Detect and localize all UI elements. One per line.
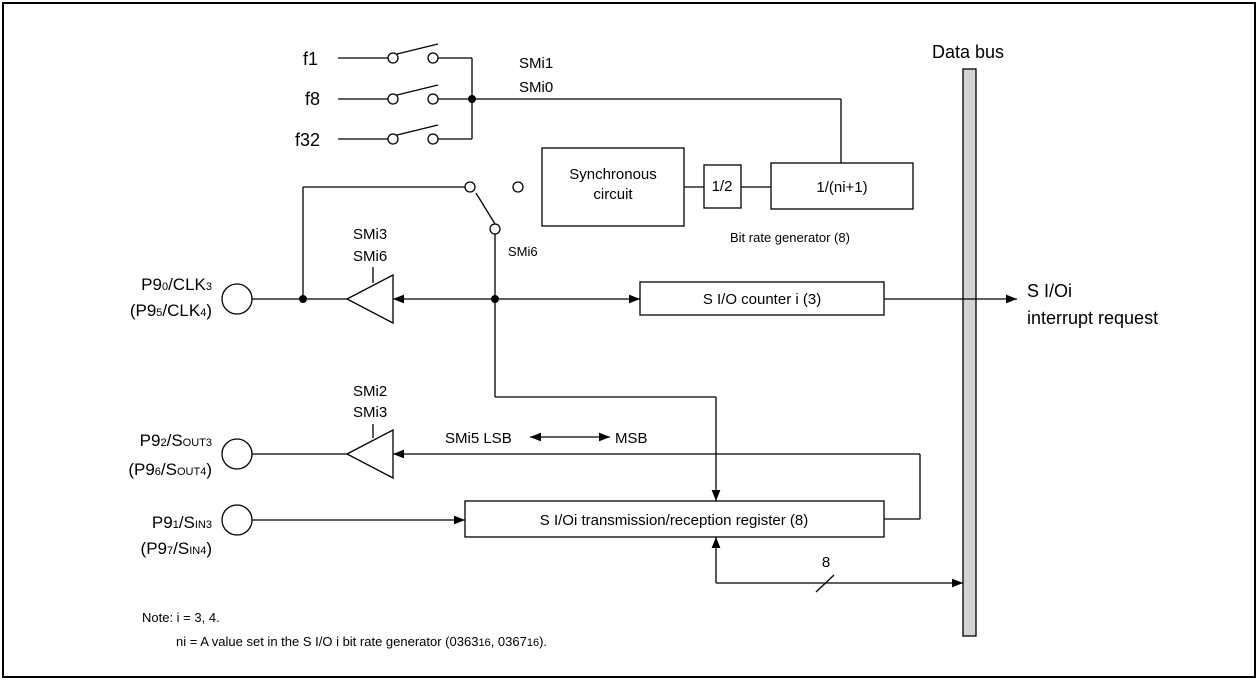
smi3-buffer-label: SMi3 (353, 226, 387, 243)
clk-pin-terminal (221, 283, 253, 315)
smi0-label: SMi0 (519, 79, 553, 96)
clk-pin-label: P90/CLK3 (141, 275, 212, 294)
bit-rate-divider-box (770, 162, 914, 210)
sout-buffer-triangle (345, 428, 394, 480)
bus-width-slash (815, 574, 835, 593)
sin-alt-pin-label: (P97/SIN4) (141, 539, 212, 558)
half-label: 1/2 (712, 178, 733, 195)
external-clock-contact (464, 181, 476, 193)
sout-pin-label: P92/SOUT3 (140, 431, 212, 450)
bit-rate-generator-caption: Bit rate generator (8) (730, 230, 850, 245)
register-label: S I/Oi transmission/reception register (… (540, 512, 808, 529)
smi6-selector-switch (475, 192, 496, 225)
interrupt-label-line1: S I/Oi (1027, 281, 1072, 301)
sout-pin-terminal (221, 438, 253, 470)
smi6-buffer-label: SMi6 (353, 248, 387, 265)
synchronous-label: Synchronous (569, 166, 657, 183)
smi6-switch-label: SMi6 (508, 244, 538, 259)
bus-width-label: 8 (822, 554, 830, 571)
interrupt-label-line2: interrupt request (1027, 308, 1158, 328)
smi5-lsb-label: SMi5 LSB (445, 430, 512, 447)
selector-common-contact (489, 223, 501, 235)
smi1-label: SMi1 (519, 55, 553, 72)
sio-counter-box (639, 281, 885, 316)
data-bus-bar (962, 68, 977, 637)
half-divider-box (703, 164, 742, 209)
msb-label: MSB (615, 430, 648, 447)
smi3-sout-label: SMi3 (353, 404, 387, 421)
sin-pin-terminal (221, 504, 253, 536)
circuit-label: circuit (593, 186, 633, 203)
data-bus-label: Data bus (932, 42, 1004, 62)
note-line-2: ni = A value set in the S I/O i bit rate… (176, 634, 547, 649)
synchronous-circuit-box (541, 147, 685, 227)
counter-label: S I/O counter i (3) (703, 291, 821, 308)
divider-label: 1/(ni+1) (816, 179, 867, 196)
f1-label: f1 (303, 49, 318, 69)
sout-alt-pin-label: (P96/SOUT4) (128, 460, 212, 479)
sin-pin-label: P91/SIN3 (152, 513, 212, 532)
clock-source-switches: f1 f8 f32 (295, 43, 842, 163)
sync-switch-contact (512, 181, 524, 193)
clk-buffer-triangle (345, 273, 394, 325)
transmission-reception-register-box (464, 500, 885, 538)
smi2-label: SMi2 (353, 383, 387, 400)
f32-label: f32 (295, 130, 320, 150)
note-line-1: Note: i = 3, 4. (142, 610, 220, 625)
clk-alt-pin-label: (P95/CLK4) (130, 301, 212, 320)
f8-label: f8 (305, 89, 320, 109)
